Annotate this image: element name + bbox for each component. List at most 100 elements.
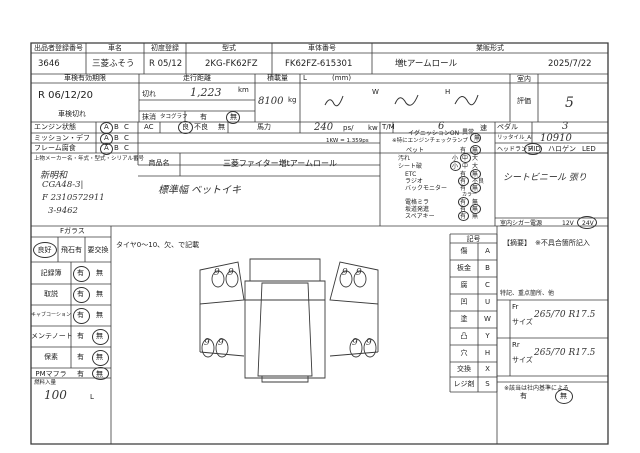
fuel-label: 燃料入量 xyxy=(34,380,57,386)
glass-good-circle xyxy=(33,242,57,258)
tire-front-left-inner xyxy=(226,271,238,287)
chassis-value: FK62FZ-615301 xyxy=(285,59,353,69)
tire-mark-rr-outer: 9 xyxy=(366,338,372,348)
cut-label: 切れ xyxy=(142,90,156,98)
fr-label: Fr xyxy=(512,303,519,311)
kw-unit: kw xyxy=(368,124,378,132)
cigar-24v-circle xyxy=(577,216,597,229)
fr-size-label: サイズ xyxy=(512,318,533,326)
inspection-label: 車検有効期限 xyxy=(64,74,106,82)
opt-pet-yes: 有 xyxy=(460,147,467,154)
pet-no-circle xyxy=(470,145,481,155)
ignition-abnormal: 異常 xyxy=(462,129,475,136)
caution-label: キャブコーション xyxy=(31,312,71,318)
opt-dirt-s: 小 xyxy=(452,155,459,162)
rr-label: Rr xyxy=(512,341,520,349)
tacho-yes: 有 xyxy=(200,113,207,121)
interior-label: 室内 xyxy=(517,75,531,83)
odometer-value: 1,223 xyxy=(190,86,222,99)
spare-yes-circle xyxy=(458,211,469,221)
pm-muffler-label: PMマフラ xyxy=(35,370,67,378)
load-value: 8100 xyxy=(258,96,284,107)
discount-no-circle xyxy=(555,389,573,404)
remarks-title: 【摘要】 xyxy=(503,239,531,247)
discount-yes: 有 xyxy=(520,392,527,400)
fuel-value: 100 xyxy=(44,388,67,402)
tire-front-left-outer xyxy=(212,271,224,287)
pm-muffler-yes: 有 xyxy=(77,370,84,378)
product-label: 商品名 xyxy=(148,159,170,167)
opt-seat-m: 中 xyxy=(462,163,469,170)
opt-mirror-no: 無 xyxy=(472,199,479,206)
ignition-none-circle xyxy=(470,133,481,143)
glass-chip: 飛石有 xyxy=(61,246,82,254)
hoso-no-circle xyxy=(92,350,109,366)
upper-maker-line-3: F 2310572911 xyxy=(42,193,105,203)
legend-code-5: Y xyxy=(485,332,490,340)
ignition-sub: ※特にエンジンチェックランプ xyxy=(392,138,468,144)
headlamp-label: ヘッドランプ xyxy=(497,146,533,153)
glass-title: Fガラス xyxy=(60,227,85,235)
radio-yes-circle xyxy=(458,176,469,186)
seller-number: 3646 xyxy=(38,59,60,69)
mission-label: ミッション・デフ xyxy=(34,134,90,142)
hoso-yes: 有 xyxy=(77,353,84,361)
pedal-label: ペダル xyxy=(497,123,518,131)
legend-title: 記号 xyxy=(466,235,481,243)
mission-grade-c: C xyxy=(124,134,129,142)
legend-code-8: S xyxy=(485,380,490,388)
length-label: L xyxy=(303,74,307,82)
legend-sym-8: レジ剤 xyxy=(453,380,475,388)
manual-no: 無 xyxy=(96,290,103,298)
remarks-sub: ※不具合箇所記入 xyxy=(535,239,590,247)
dims-unit: (mm) xyxy=(332,74,352,82)
inspection-status: 車検切れ xyxy=(58,110,86,118)
inspection-value: R 06/12/20 xyxy=(38,90,94,101)
upper-maker-label: 上物メーカー名・年式・型式・シリアル番号 xyxy=(34,156,144,162)
tire-mark-rl-inner: 9 xyxy=(218,338,224,348)
maintenance-label: メンテノート xyxy=(31,332,73,340)
legend-code-7: X xyxy=(485,365,490,373)
opt-backmon-yes: 有 xyxy=(460,185,467,192)
legend-code-0: A xyxy=(485,247,490,255)
engine-grade-b: B xyxy=(114,123,119,131)
liter-value: 10910 xyxy=(540,133,572,144)
opt-mirror-label: 電格ミラ xyxy=(405,199,430,206)
tire-mark-fr-inner: 9 xyxy=(342,268,348,278)
tm-label: T/M xyxy=(382,123,395,131)
liter-label: リッタイル_Al xyxy=(497,135,533,141)
chassis-label: 車体番号 xyxy=(308,44,336,52)
hoso-label: 保素 xyxy=(44,353,58,361)
record-no: 無 xyxy=(96,269,103,277)
record-yes-circle xyxy=(73,266,90,282)
backmon-no-circle xyxy=(470,183,481,193)
opt-etc-label: ETC xyxy=(405,171,417,178)
odometer-label: 走行距離 xyxy=(183,74,211,82)
ac-none: 無 xyxy=(218,123,225,131)
cigar-label: 室内シガー電源 xyxy=(500,220,543,227)
opt-color-label: カラー xyxy=(462,192,478,198)
date-value: 2025/7/22 xyxy=(548,59,592,69)
caution-yes-circle xyxy=(73,308,90,324)
opt-hill-label: 坂道発進 xyxy=(405,206,430,213)
maintenance-no-circle xyxy=(92,329,109,345)
grade-value: 5 xyxy=(565,95,574,111)
load-unit: kg xyxy=(288,96,297,104)
erase-label: 抹消 xyxy=(142,113,156,121)
seat-s-circle xyxy=(450,161,461,171)
engine-grade-c: C xyxy=(124,123,129,131)
legend-code-3: U xyxy=(484,298,491,306)
rr-size-value: 265/70 R17.5 xyxy=(534,348,596,358)
light-halogen: ハロゲン xyxy=(548,145,576,153)
load-label: 積載量 xyxy=(267,74,288,82)
product-name: 三菱ファイター増tアームロール xyxy=(222,159,338,168)
legend-code-2: C xyxy=(485,281,490,289)
tire-rear-left-outer xyxy=(202,339,214,357)
maintenance-yes: 有 xyxy=(77,332,84,340)
manual-yes-circle xyxy=(73,287,90,303)
odometer-unit: km xyxy=(238,86,249,94)
frame-label: フレーム腐食 xyxy=(34,144,76,152)
tire-rear-left-inner xyxy=(216,339,228,357)
